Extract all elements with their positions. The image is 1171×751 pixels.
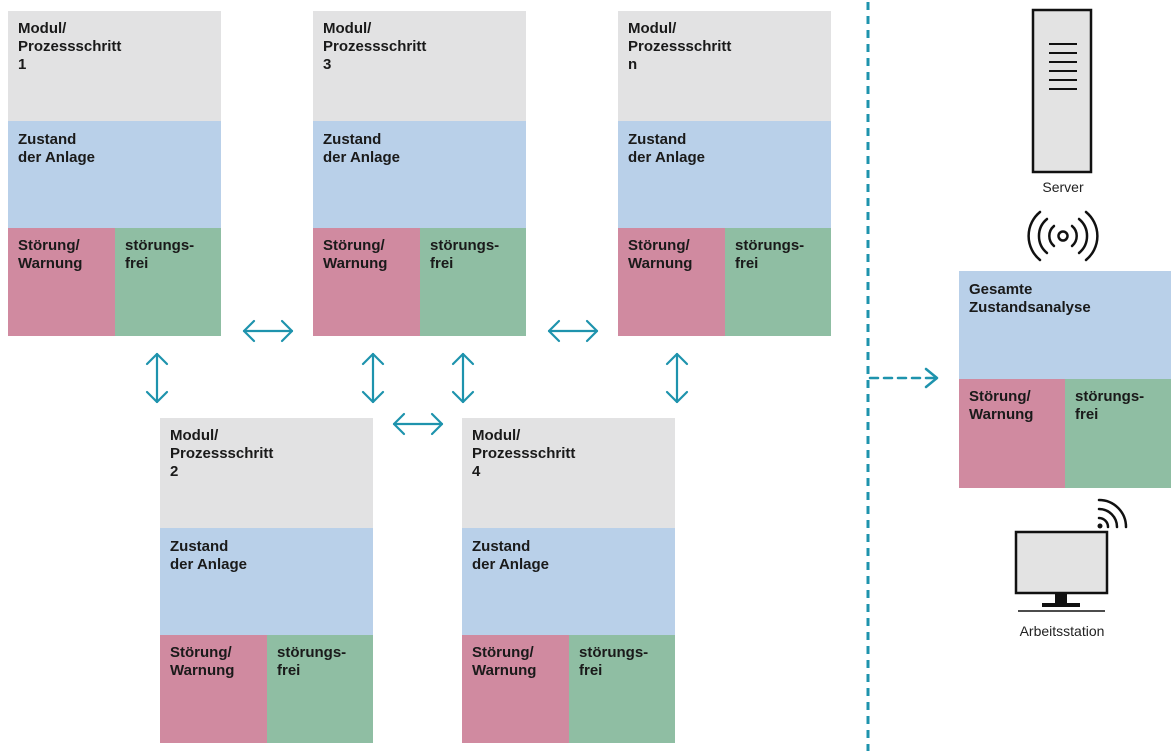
state-section: Zustand der Anlage <box>8 121 221 228</box>
double-arrow-icon <box>145 352 169 404</box>
double-arrow-icon <box>242 319 294 343</box>
module-title: Modul/ Prozessschritt 4 <box>472 427 576 480</box>
double-arrow-icon <box>547 319 599 343</box>
state-label: Zustand der Anlage <box>18 131 95 166</box>
state-label: Zustand der Anlage <box>323 131 400 166</box>
double-arrow-icon <box>361 352 385 404</box>
module-3: Modul/ Prozessschritt 3 Zustand der Anla… <box>313 11 526 336</box>
state-label: Zustand der Anlage <box>472 538 549 573</box>
double-arrow-icon <box>451 352 475 404</box>
ok-label: störungs- frei <box>430 237 500 272</box>
double-arrow-icon <box>665 352 689 404</box>
summary-state-label: Gesamte Zustandsanalyse <box>969 281 1091 316</box>
fault-label: Störung/ Warnung <box>472 644 537 679</box>
module-header: Modul/ Prozessschritt 3 <box>313 11 526 121</box>
state-section: Zustand der Anlage <box>462 528 675 635</box>
fault-section: Störung/ Warnung <box>160 635 267 743</box>
module-4: Modul/ Prozessschritt 4 Zustand der Anla… <box>462 418 675 743</box>
module-header: Modul/ Prozessschritt 1 <box>8 11 221 121</box>
fault-label: Störung/ Warnung <box>323 237 388 272</box>
state-section: Zustand der Anlage <box>160 528 373 635</box>
summary-ok-section: störungs- frei <box>1065 379 1171 488</box>
monitor-wifi-icon <box>1014 498 1128 612</box>
fault-section: Störung/ Warnung <box>8 228 115 336</box>
module-1: Modul/ Prozessschritt 1 Zustand der Anla… <box>8 11 221 336</box>
ok-label: störungs- frei <box>125 237 195 272</box>
state-label: Zustand der Anlage <box>628 131 705 166</box>
double-arrow-icon <box>392 412 444 436</box>
module-title: Modul/ Prozessschritt n <box>628 20 732 73</box>
fault-label: Störung/ Warnung <box>170 644 235 679</box>
module-title: Modul/ Prozessschritt 2 <box>170 427 274 480</box>
fault-label: Störung/ Warnung <box>628 237 693 272</box>
summary-fault-section: Störung/ Warnung <box>959 379 1065 488</box>
ok-section: störungs- frei <box>725 228 831 336</box>
ok-label: störungs- frei <box>579 644 649 679</box>
ok-section: störungs- frei <box>267 635 373 743</box>
server-icon <box>1031 8 1093 174</box>
module-header: Modul/ Prozessschritt n <box>618 11 831 121</box>
ok-section: störungs- frei <box>115 228 221 336</box>
state-section: Zustand der Anlage <box>618 121 831 228</box>
module-header: Modul/ Prozessschritt 2 <box>160 418 373 528</box>
fault-label: Störung/ Warnung <box>18 237 83 272</box>
fault-section: Störung/ Warnung <box>618 228 725 336</box>
state-section: Zustand der Anlage <box>313 121 526 228</box>
ok-section: störungs- frei <box>569 635 675 743</box>
fault-section: Störung/ Warnung <box>462 635 569 743</box>
server-label: Server <box>1042 179 1084 195</box>
summary-analysis: Gesamte Zustandsanalyse Störung/ Warnung… <box>959 271 1171 488</box>
workstation-label: Arbeitsstation <box>1019 623 1105 639</box>
state-label: Zustand der Anlage <box>170 538 247 573</box>
dashed-arrow-icon <box>868 367 939 389</box>
module-title: Modul/ Prozessschritt 1 <box>18 20 122 73</box>
ok-label: störungs- frei <box>735 237 805 272</box>
summary-fault-label: Störung/ Warnung <box>969 388 1034 423</box>
fault-section: Störung/ Warnung <box>313 228 420 336</box>
module-header: Modul/ Prozessschritt 4 <box>462 418 675 528</box>
module-2: Modul/ Prozessschritt 2 Zustand der Anla… <box>160 418 373 743</box>
module-n: Modul/ Prozessschritt n Zustand der Anla… <box>618 11 831 336</box>
wireless-signal-icon <box>1027 210 1099 262</box>
ok-section: störungs- frei <box>420 228 526 336</box>
summary-ok-label: störungs- frei <box>1075 388 1145 423</box>
summary-state-section: Gesamte Zustandsanalyse <box>959 271 1171 379</box>
module-title: Modul/ Prozessschritt 3 <box>323 20 427 73</box>
ok-label: störungs- frei <box>277 644 347 679</box>
